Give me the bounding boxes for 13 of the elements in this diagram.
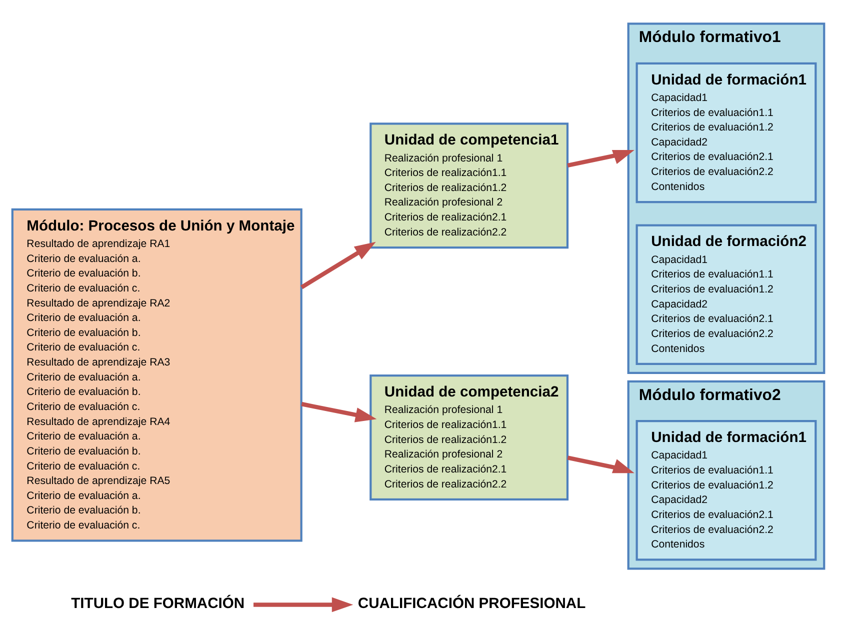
node-box: Unidad de competencia2 Realización profesional 1 Criterios de realización1.1 Criterios de realización1.2 Realización profesional 2 Criterios de realización2.1 Criterios de realización2.2 (370, 374, 569, 500)
node-box: Unidad de competencia1 Realización profesional 1 Criterios de realización1.1 Criterios de realización1.2 Realización profesional 2 Criterios de realización2.1 Criterios de realización2.2 (370, 122, 569, 249)
arrow (253, 597, 354, 612)
node-box: Unidad de formación1 Capacidad1 Criterios de evaluación1.1 Criterios de evaluación1.2 Capacidad2 Criterios de evaluación2.1 Criterios de evaluación2.2 Contenidos (636, 62, 817, 204)
arrow (301, 402, 377, 422)
arrow (300, 242, 376, 290)
arrow (567, 456, 634, 474)
node-box: Módulo: Procesos de Unión y Montaje Resultado de aprendizaje RA1 Criterio de evaluación a. Criterio de evaluación b. Criterio de evaluación c. Resultado de aprendizaje RA2 Criterio de evaluación a. Criterio de evaluación b. Criterio de evaluación c. Resultado de aprendizaje RA3 Criterio de evaluación a. Criterio de evaluación b. Criterio de evaluación c. Resultado de aprendizaje RA4 Criterio de evaluación a. Criterio de evaluación b. Criterio de evaluación c. Resultado de aprendizaje RA5 Criterio de evaluación a. Criterio de evaluación b. Criterio de evaluación c. (11, 208, 302, 542)
node-box: Unidad de formación1 Capacidad1 Criterios de evaluación1.1 Criterios de evaluación1.2 Capacidad2 Criterios de evaluación2.1 Criterios de evaluación2.2 Contenidos (636, 420, 817, 561)
node-text: TITULO DE FORMACIÓN (71, 596, 245, 612)
node-box: Unidad de formación2 Capacidad1 Criterios de evaluación1.1 Criterios de evaluación1.2 Capacidad2 Criterios de evaluación2.1 Criterios de evaluación2.2 Contenidos (636, 224, 817, 365)
arrow (567, 150, 634, 168)
node-text: CUALIFICACIÓN PROFESIONAL (358, 596, 586, 612)
